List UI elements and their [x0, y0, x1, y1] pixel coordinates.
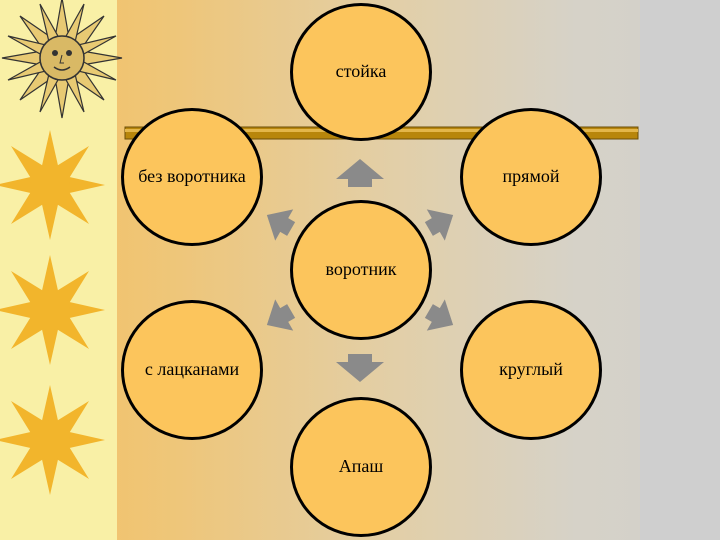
arrow-lower-left-icon: [266, 299, 296, 331]
node-label: стойка: [335, 61, 387, 82]
node-upper-left: без воротника: [121, 108, 263, 246]
sun-icon: [0, 130, 105, 240]
node-lower-right: круглый: [460, 300, 602, 440]
node-label: круглый: [499, 359, 563, 380]
node-label: без воротника: [138, 166, 246, 187]
arrow-down-icon: [336, 354, 384, 382]
node-bottom: Апаш: [290, 397, 432, 537]
node-lower-left: с лацканами: [121, 300, 263, 440]
center-label: воротник: [325, 259, 397, 280]
right-gray-panel: [640, 0, 720, 540]
arrows: [266, 159, 454, 382]
node-center: воротник: [290, 200, 432, 340]
sun-face-icon: [1, 0, 123, 119]
arrow-upper-right-icon: [424, 209, 454, 241]
arrow-upper-left-icon: [266, 209, 296, 241]
sun-icon: [0, 255, 105, 365]
sun-icon: [0, 385, 105, 495]
node-label: прямой: [502, 166, 560, 187]
node-top: стойка: [290, 3, 432, 141]
arrow-lower-right-icon: [424, 299, 454, 331]
node-upper-right: прямой: [460, 108, 602, 246]
node-label: с лацканами: [144, 359, 240, 380]
arrow-up-icon: [336, 159, 384, 187]
node-label: Апаш: [338, 456, 384, 477]
